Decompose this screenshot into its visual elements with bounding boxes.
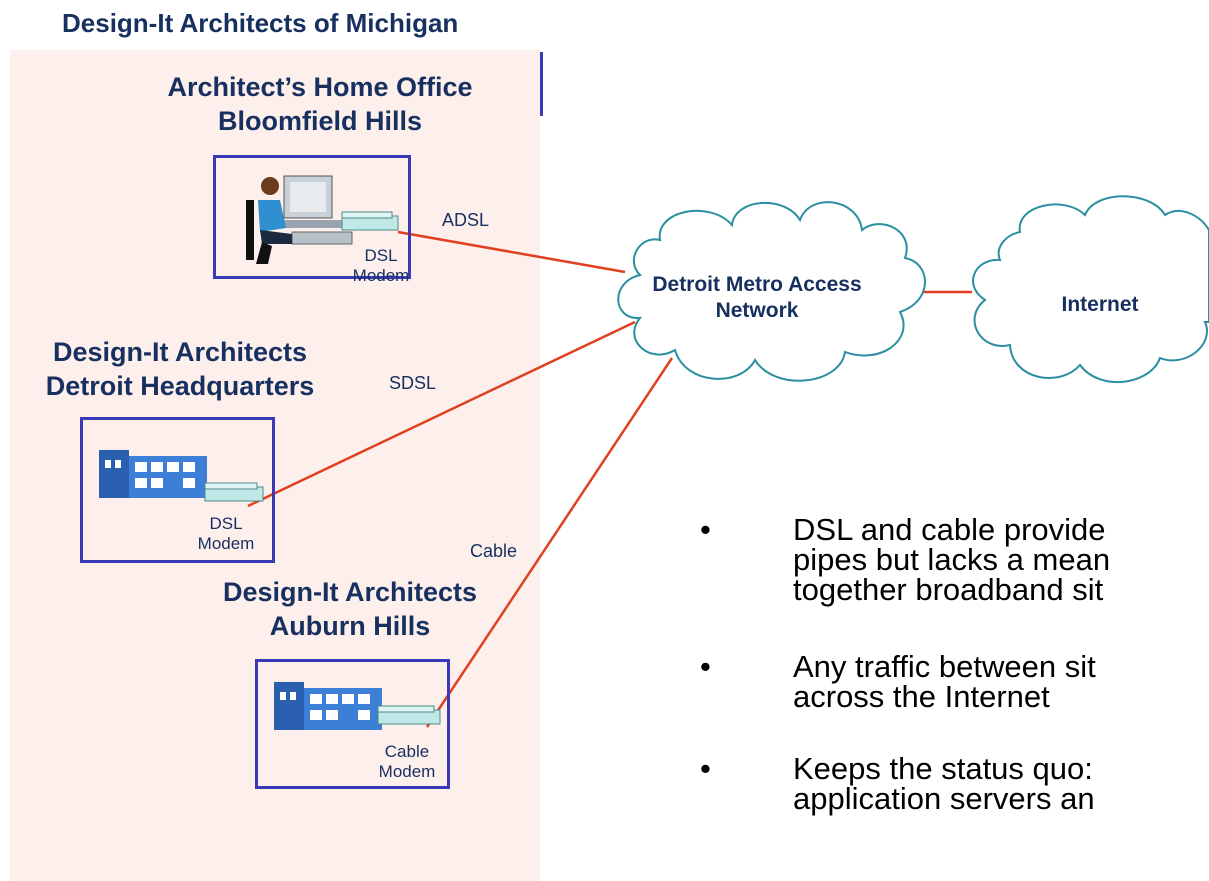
building-icon <box>274 682 382 730</box>
person-computer-icon <box>246 175 353 264</box>
sdsl-link <box>247 320 636 508</box>
bullet-list: • DSL and cable provide pipes but lacks … <box>700 515 1111 816</box>
internet-cloud <box>972 195 1209 384</box>
dsl-modem-icon <box>204 482 264 502</box>
sdsl-label: SDSL <box>389 373 437 393</box>
home-device-label: DSL Modem <box>352 246 410 285</box>
hq-title: Design-It Architects Detroit Headquarter… <box>45 337 315 401</box>
auburn-title: Design-It Architects Auburn Hills <box>222 577 478 641</box>
home-office-title: Architect’s Home Office Bloomfield Hills <box>167 72 473 136</box>
auburn-box: Cable Modem <box>255 659 450 789</box>
cable-link <box>425 357 674 728</box>
hq-box: DSL Modem <box>80 417 275 563</box>
metro-cloud <box>617 201 926 382</box>
adsl-label: ADSL <box>442 210 490 230</box>
auburn-device-label: Cable Modem <box>378 742 436 781</box>
home-office-box: DSL Modem <box>213 155 411 285</box>
diagram-title: Design-It Architects of Michigan <box>62 8 459 38</box>
cable-modem-icon <box>377 705 441 725</box>
cable-label: Cable <box>470 541 518 561</box>
hq-device-label: DSL Modem <box>197 514 255 553</box>
adsl-link <box>397 230 626 274</box>
region-edge <box>540 52 543 116</box>
dsl-modem-icon <box>341 211 399 231</box>
internet-cloud-label: Internet <box>1061 293 1139 316</box>
metro-cloud-label: Detroit Metro Access Network <box>652 273 862 322</box>
building-icon <box>99 450 207 498</box>
